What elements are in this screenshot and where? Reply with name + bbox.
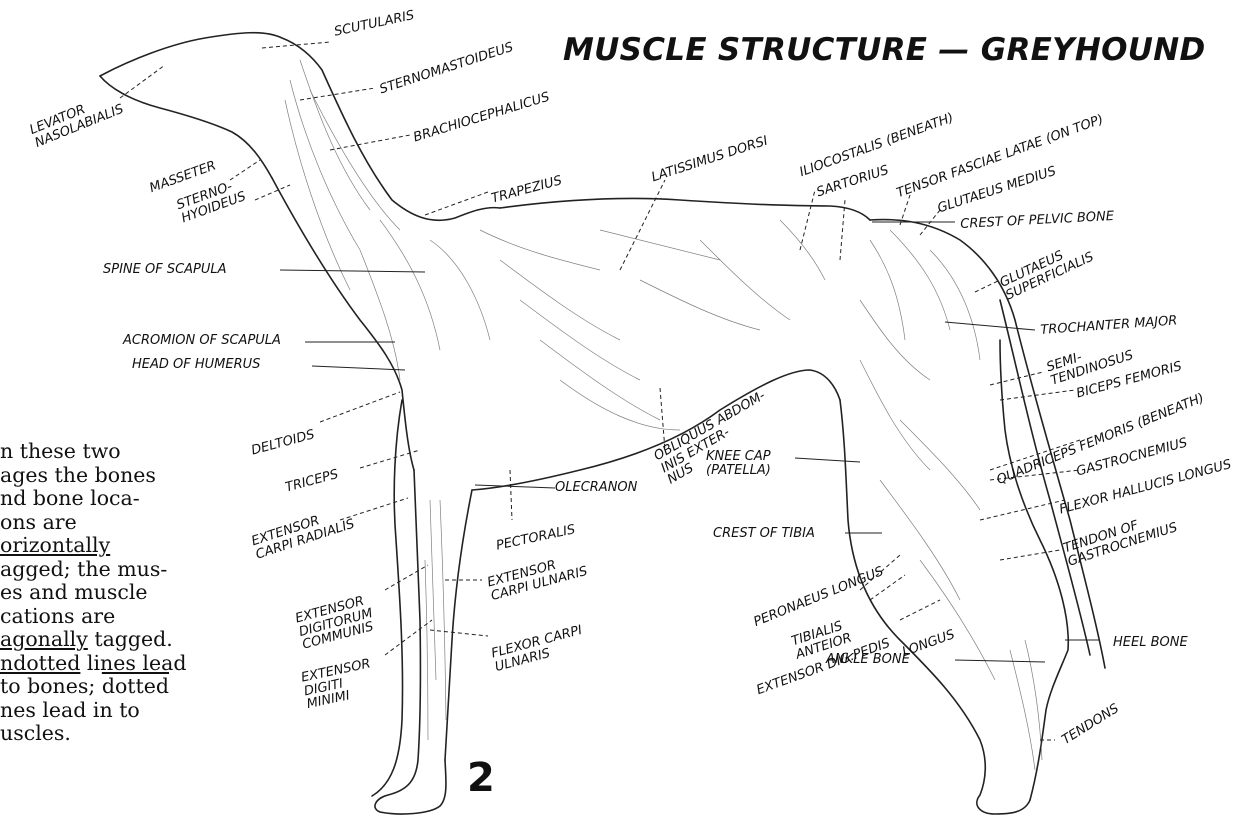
note-line: uscles. [0, 722, 240, 746]
note-text: to bones; [0, 674, 102, 698]
label-line: (PATELLA) [706, 464, 771, 478]
note-line: agonally tagged. [0, 628, 240, 652]
note-underlined-text: ndotted [0, 651, 80, 675]
diagram-title: MUSCLE STRUCTURE — GREYHOUND [563, 32, 1206, 68]
label-heel-bone: HEEL BONE [1113, 636, 1188, 650]
note-text: nd bone loca- [0, 486, 140, 510]
figure-number: 2 [467, 755, 495, 801]
label-spine-of-scapula: SPINE OF SCAPULA [103, 263, 227, 277]
note-text: es and muscle [0, 580, 148, 604]
note-line: cations are [0, 605, 240, 629]
note-text: nes lead in to [0, 698, 140, 722]
note-line: to bones; dotted [0, 675, 240, 699]
label-knee-cap: KNEE CAP (PATELLA) [706, 450, 771, 477]
note-text: cations are [0, 604, 115, 628]
note-line: ndotted lines lead [0, 652, 240, 676]
label-acromion-of-scapula: ACROMION OF SCAPULA [123, 334, 281, 348]
label-head-of-humerus: HEAD OF HUMERUS [132, 358, 260, 372]
label-ankle-bone: ANKLE BONE [826, 653, 910, 667]
note-line: orizontally [0, 534, 240, 558]
note-overlined-text: dotted [102, 674, 169, 698]
label-crest-of-tibia: CREST OF TIBIA [713, 527, 815, 541]
note-text: n these two [0, 439, 121, 463]
note-line: n these two [0, 440, 240, 464]
note-text: tagged. [88, 627, 173, 651]
note-line: nd bone loca- [0, 487, 240, 511]
greyhound-outline [100, 33, 1105, 814]
label-line: KNEE CAP [706, 450, 771, 464]
note-underlined-text: agonally [0, 627, 88, 651]
note-text: ages the bones [0, 463, 156, 487]
note-line: es and muscle [0, 581, 240, 605]
note-line: ons are [0, 511, 240, 535]
note-text: agged; the mus- [0, 557, 167, 581]
note-text: lines lead [80, 651, 186, 675]
note-text: ons are [0, 510, 77, 534]
note-line: ages the bones [0, 464, 240, 488]
side-note: n these two ages the bones nd bone loca-… [0, 440, 240, 746]
note-text: uscles. [0, 721, 71, 745]
note-line: nes lead in to [0, 699, 240, 723]
note-line: agged; the mus- [0, 558, 240, 582]
label-olecranon: OLECRANON [555, 481, 637, 495]
note-underlined-text: orizontally [0, 533, 110, 557]
